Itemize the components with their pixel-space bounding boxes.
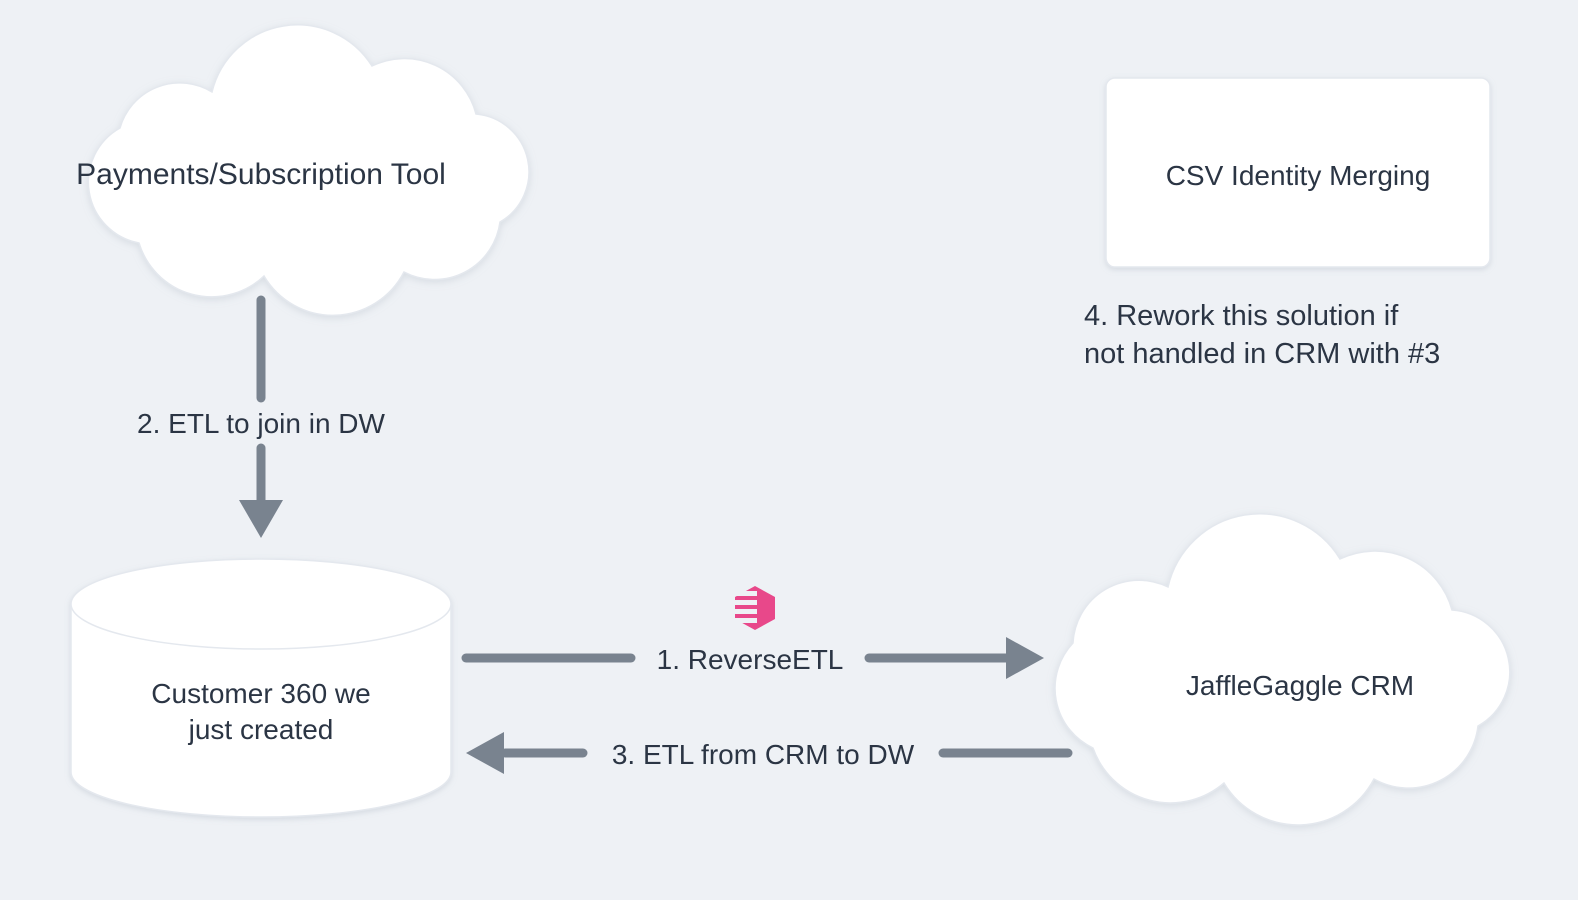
jafflegaggle-crm-cloud-shape[interactable] <box>1054 513 1511 826</box>
edge-label-reverse-etl[interactable]: 1. ReverseETL <box>656 644 844 675</box>
edge-reverse-etl-connector[interactable] <box>461 637 1044 679</box>
annotation-note-4: 4. Rework this solution if not handled i… <box>1084 300 1441 371</box>
payments-subscription-cloud-shape[interactable] <box>87 24 530 317</box>
edge-label-etl-to-join-in-dw[interactable]: 2. ETL to join in DW <box>137 408 385 439</box>
customer-360-database-shape[interactable] <box>70 558 452 818</box>
edge-etl-to-join-in-dw-connector[interactable] <box>239 295 283 538</box>
edge-etl-from-crm-to-dw-connector[interactable] <box>466 732 1073 774</box>
csv-identity-merging-box-shape[interactable] <box>1105 77 1491 268</box>
hightouch-logo-icon <box>728 586 775 630</box>
edge-label-etl-from-crm-to-dw[interactable]: 3. ETL from CRM to DW <box>611 739 915 770</box>
